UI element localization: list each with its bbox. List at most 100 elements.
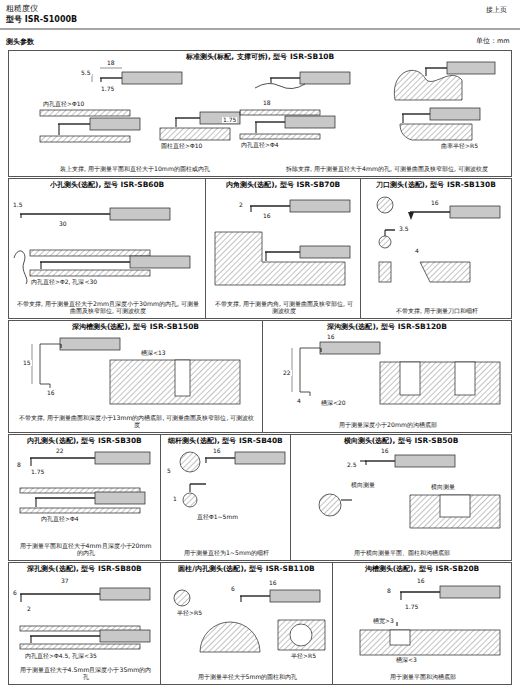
rod-section — [174, 590, 190, 606]
probe-body — [285, 116, 335, 128]
workpiece — [160, 128, 230, 140]
dimension-label: 内孔直径>Φ4 — [40, 516, 80, 522]
stroke — [175, 118, 176, 127]
stroke — [20, 593, 100, 594]
dimension-label: 1.75 — [404, 604, 419, 610]
dimension-label: 30 — [58, 221, 68, 227]
groove — [400, 362, 420, 395]
stroke — [40, 262, 41, 269]
panel-title: 内角测头(选配), 型号 ISR-SB70B — [206, 181, 360, 190]
workpiece — [420, 262, 470, 282]
stroke — [300, 348, 320, 396]
stroke — [40, 261, 130, 262]
stroke — [396, 622, 397, 626]
probe-body — [95, 452, 150, 464]
stroke — [400, 591, 440, 592]
dimension-label: 37 — [60, 578, 70, 584]
stroke — [270, 78, 271, 83]
probe-body — [270, 590, 320, 602]
stroke — [32, 344, 33, 384]
rod-section — [180, 452, 200, 472]
stroke — [365, 461, 366, 465]
stroke — [189, 484, 190, 492]
stroke — [20, 594, 21, 602]
panel-caption: 用于测量直径大于4.5mm且深度小于35mm的内孔 — [15, 666, 156, 682]
panel-caption: 用于测量平面和沟槽底部 — [339, 673, 507, 681]
stroke — [250, 205, 290, 206]
workpiece — [240, 110, 320, 115]
dimension-label: 槽深<13 — [140, 350, 167, 356]
header-text: 接上页 — [486, 6, 507, 15]
probe-body — [235, 452, 285, 464]
workpiece — [400, 124, 472, 140]
dimension-label: 横向测量 — [350, 482, 376, 488]
panel-title: 深孔测头(选配), 型号 ISR-SB80B — [9, 565, 160, 574]
panel-caption: 不带支撑, 用于测量直径大于2mm且深度小于30mm的内孔, 可测量曲面及狭窄部… — [15, 300, 201, 316]
workpiece — [215, 232, 345, 285]
panel-caption: 用于测量半径大于5mm的圆柱和内孔 — [167, 673, 328, 681]
probe-body — [290, 200, 350, 212]
knife-tip — [408, 212, 414, 220]
dimension-label: 槽深<3 — [395, 657, 418, 663]
panel-caption: 不带支撑, 用于测量刀口和细杆 — [367, 307, 507, 315]
dimension-label: 5 — [166, 468, 172, 474]
header-text: 型号 ISR-S1000B — [6, 14, 77, 25]
dimension-label: 5.5 — [80, 70, 92, 76]
stroke — [100, 78, 101, 82]
stroke — [60, 344, 61, 348]
stroke — [205, 458, 206, 463]
groove — [175, 360, 190, 396]
dimension-label: 槽深<20 — [320, 400, 347, 406]
workpiece — [20, 508, 140, 513]
stroke — [30, 458, 31, 466]
panel-caption: 用于测量深度小于20mm的沟槽底部 — [269, 421, 507, 429]
dimension-label: 圆柱直径>Φ10 — [160, 143, 203, 149]
dimension-label: 16 — [46, 390, 56, 396]
dimension-label: 1.5 — [12, 202, 24, 208]
dimension-label: 22 — [282, 370, 292, 376]
workpiece — [379, 262, 391, 282]
probe-body — [95, 492, 145, 504]
stroke — [250, 206, 251, 212]
probe-panel: 小孔测头(选配), 型号 ISR-SB60B不带支撑, 用于测量直径大于2mm且… — [8, 178, 206, 319]
dimension-label: 3.5 — [398, 226, 410, 232]
stroke — [270, 77, 300, 78]
stroke — [425, 68, 426, 76]
probe-panel: 深孔测头(选配), 型号 ISR-SB80B 用于测量直径大于4.5mm且深度小于… — [8, 562, 161, 685]
header-text: 单位：mm — [476, 37, 510, 46]
dimension-label: 18 — [262, 100, 272, 106]
stroke — [265, 252, 266, 261]
stroke — [0, 29, 520, 30]
stroke — [425, 67, 447, 68]
workpiece — [380, 362, 500, 404]
panel-caption: 拆除支撑, 用于测量直径大于4mm的孔, 可测量曲面及狭窄部位, 可测波纹度 — [267, 165, 507, 173]
stroke — [384, 230, 385, 236]
workpiece — [240, 134, 320, 139]
stroke — [385, 229, 395, 230]
dimension-label: 15 — [22, 360, 32, 366]
dimension-label: 内孔直径>Φ10 — [42, 101, 85, 107]
dimension-label: 16 — [262, 213, 272, 219]
probe-body — [447, 62, 495, 74]
workpiece — [20, 644, 140, 649]
bore — [290, 624, 312, 646]
stroke — [190, 483, 206, 484]
stroke — [35, 498, 36, 507]
dimension-label: 2.5 — [346, 462, 358, 468]
dimension-label: 16 — [326, 334, 336, 340]
dimension-label: 槽宽>3 — [372, 618, 395, 624]
stroke — [400, 592, 401, 600]
stroke — [58, 124, 59, 135]
stroke — [205, 457, 235, 458]
probe-body — [300, 72, 350, 84]
probe-body — [90, 118, 140, 130]
rod-section — [379, 236, 391, 248]
dimension-label: 16 — [268, 580, 278, 586]
workpiece — [394, 70, 462, 100]
workpiece — [40, 136, 130, 142]
dimension-label: 1.75 — [222, 117, 237, 123]
probe-body — [440, 586, 500, 598]
rod-section — [319, 494, 341, 516]
dimension-label: 2 — [26, 606, 32, 612]
probe-body — [100, 630, 150, 642]
